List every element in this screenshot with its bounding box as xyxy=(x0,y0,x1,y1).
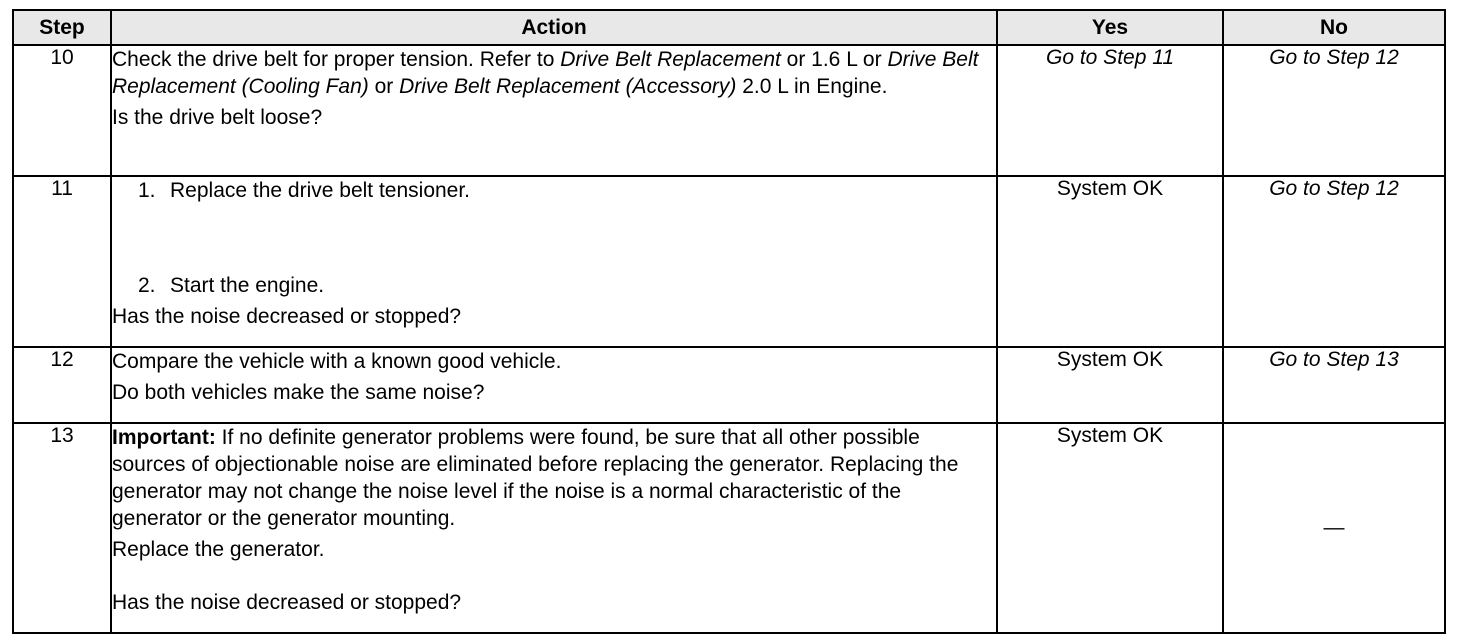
list-item-text: Replace the drive belt tensioner. xyxy=(170,179,471,202)
no-result: Go to Step 12 xyxy=(1222,44,1446,177)
important-text: If no definite generator problems were f… xyxy=(112,426,959,530)
step-number: 11 xyxy=(12,175,112,348)
list-spacer xyxy=(138,204,996,272)
action-cell: Compare the vehicle with a known good ve… xyxy=(110,346,998,424)
important-note: Important: If no definite generator prob… xyxy=(112,424,996,532)
header-row: Step Action Yes No xyxy=(12,9,1446,46)
no-result: Go to Step 13 xyxy=(1222,346,1446,424)
no-result: Go to Step 12 xyxy=(1222,175,1446,348)
question-text: Is the drive belt loose? xyxy=(112,106,323,129)
action-text-part: 2.0 L in Engine. xyxy=(736,75,888,98)
yes-result: Go to Step 11 xyxy=(996,44,1224,177)
diagnostic-table: Step Action Yes No 10 Check the drive be… xyxy=(12,9,1446,634)
list-item-text: Start the engine. xyxy=(170,274,325,297)
header-yes: Yes xyxy=(996,9,1224,46)
action-steps-list: 1. Replace the drive belt tensioner. 2. St… xyxy=(112,177,996,299)
question-text: Has the noise decreased or stopped? xyxy=(112,305,462,328)
action-text-part: or xyxy=(368,75,400,98)
step-number: 12 xyxy=(12,346,112,424)
action-text-part: Check the drive belt for proper tension.… xyxy=(112,48,561,71)
step-number: 13 xyxy=(12,422,112,634)
yes-result: System OK xyxy=(996,175,1224,348)
yes-result: System OK xyxy=(996,422,1224,634)
action-cell: 1. Replace the drive belt tensioner. 2. St… xyxy=(110,175,998,348)
question-text: Has the noise decreased or stopped? xyxy=(112,591,462,614)
header-no: No xyxy=(1222,9,1446,46)
action-text: Check the drive belt for proper tension.… xyxy=(112,46,996,100)
action-cell: Important: If no definite generator prob… xyxy=(110,422,998,634)
procedure-link: Drive Belt Replacement xyxy=(560,48,781,71)
important-label: Important: xyxy=(112,426,216,449)
table-row-step-10: 10 Check the drive belt for proper tensi… xyxy=(12,44,1446,177)
list-item: 1. Replace the drive belt tensioner. xyxy=(138,177,996,204)
action-cell: Check the drive belt for proper tension.… xyxy=(110,44,998,177)
step-number: 10 xyxy=(12,44,112,177)
list-item-number: 1. xyxy=(138,179,156,202)
list-item-number: 2. xyxy=(138,274,156,297)
no-result: — xyxy=(1222,422,1446,634)
header-step: Step xyxy=(12,9,112,46)
yes-result: System OK xyxy=(996,346,1224,424)
question-text: Do both vehicles make the same noise? xyxy=(112,381,485,404)
procedure-link: Drive Belt Replacement (Cooling Fan) xyxy=(112,48,979,98)
action-text-part: or 1.6 L or xyxy=(780,48,888,71)
header-action: Action xyxy=(110,9,998,46)
list-item: 2. Start the engine. xyxy=(138,272,996,299)
procedure-link: Drive Belt Replacement (Accessory) xyxy=(399,75,737,98)
action-text: Replace the generator. xyxy=(112,538,325,561)
action-text: Compare the vehicle with a known good ve… xyxy=(112,350,562,373)
table-row-step-13: 13 Important: If no definite generator p… xyxy=(12,422,1446,634)
table-row-step-11: 11 1. Replace the drive belt tensioner. 2… xyxy=(12,175,1446,348)
table-row-step-12: 12 Compare the vehicle with a known good… xyxy=(12,346,1446,424)
